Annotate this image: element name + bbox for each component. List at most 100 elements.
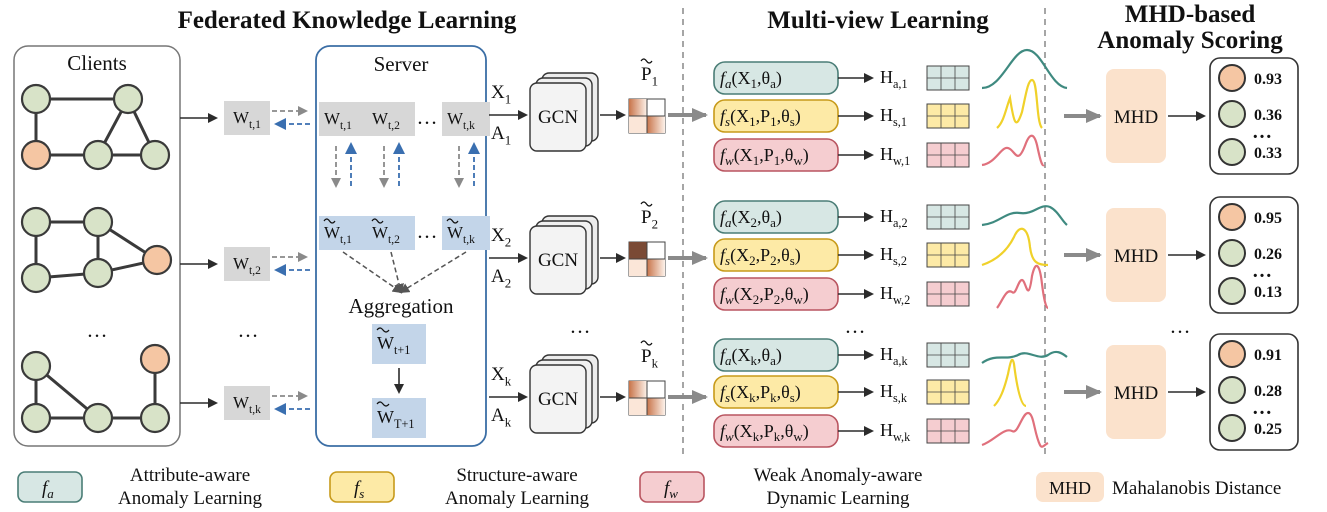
- server-tilde-weight-label: Wt,2: [372, 223, 400, 246]
- anomaly-score: 0.25: [1254, 421, 1282, 438]
- federated-flow: Wt,1Wt,2Wt,kWt,1Wt,1Wt,2Wt,2Wt,kWt,k……Wt…: [180, 101, 490, 438]
- normal-node: [1218, 138, 1246, 166]
- client-weight-label: Wt,1: [233, 108, 261, 131]
- matrix-cell: [629, 242, 647, 259]
- score-ellipsis: …: [1252, 121, 1272, 143]
- anomaly-score: 0.13: [1254, 284, 1282, 301]
- matrix-cell: [629, 381, 647, 398]
- legend-swatch: [329, 471, 395, 503]
- aggregated-weight-box: [372, 324, 426, 364]
- legend-symbol: fa: [42, 478, 54, 501]
- anomalous-node: [141, 244, 173, 276]
- distribution-curve-group: [981, 227, 1049, 267]
- embedding-label: Ha,1: [880, 67, 908, 91]
- server-tilde-weight-label: Wt,k: [447, 223, 475, 246]
- matrix-cell: [629, 116, 647, 133]
- structure-matrix-label: P2: [641, 207, 658, 231]
- score-ellipsis: …: [1252, 260, 1272, 282]
- normal-node: [82, 257, 114, 289]
- legend-swatch: [17, 471, 83, 503]
- distribution-curve-group: [981, 411, 1049, 448]
- clients-ellipsis: …: [87, 318, 108, 342]
- embedding-label: Hs,1: [880, 105, 907, 129]
- embedding-label: Hw,k: [880, 420, 911, 444]
- aggregation-arrow: [342, 251, 403, 294]
- server-tilde-weight-box: [319, 216, 367, 250]
- anomalous-node: [20, 139, 52, 171]
- score-ellipsis: …: [1252, 397, 1272, 419]
- legend-label: Anomaly Learning: [445, 488, 590, 509]
- tilde-mark: [640, 201, 653, 207]
- embedding-label: Ha,k: [880, 344, 908, 368]
- legend-label: Mahalanobis Distance: [1112, 478, 1281, 499]
- tilde-mark: [323, 218, 336, 224]
- distribution-curve-group: [996, 264, 1049, 310]
- legend-label: Structure-aware: [456, 465, 577, 486]
- structure-matrix-label: Pk: [641, 346, 659, 370]
- gcn-box: [529, 364, 587, 434]
- feature-matrix-label: Xk: [491, 364, 512, 388]
- anomaly-score: 0.91: [1254, 347, 1282, 364]
- server-weight-box: [367, 102, 415, 136]
- mhd-box: [1106, 69, 1166, 163]
- multiview-title: Multi-view Learning: [767, 7, 989, 34]
- normal-node: [1218, 376, 1246, 404]
- gcn-label: GCN: [538, 250, 578, 271]
- distribution-curve-group: [993, 358, 1027, 408]
- tilde-mark: [640, 340, 653, 346]
- view-function-label: fw(Xk,Pk,θw): [720, 421, 809, 444]
- feature-matrix-label: X1: [491, 82, 511, 106]
- server-weight-label: Wt,k: [447, 109, 475, 132]
- view-ellipsis: …: [845, 314, 866, 338]
- adjacency-matrix-label: A1: [491, 123, 511, 147]
- client-weight-label: Wt,2: [233, 254, 261, 277]
- tilde-mark: [376, 327, 390, 333]
- embedding-label: Ha,2: [880, 206, 908, 230]
- structure-matrix-label: P1: [641, 64, 658, 88]
- client-weight-box: [224, 101, 270, 135]
- gcn-label: GCN: [538, 107, 578, 128]
- client-graph-3: [20, 343, 171, 434]
- anomaly-score: 0.26: [1254, 246, 1282, 263]
- legend-label: Weak Anomaly-aware: [754, 465, 923, 486]
- federated-title: Federated Knowledge Learning: [178, 7, 517, 34]
- client-graph-1: [20, 83, 171, 171]
- embedding-label: Hs,2: [880, 244, 907, 268]
- view-function-label: fs(Xk,Pk,θs): [720, 382, 801, 405]
- normal-node: [112, 83, 144, 115]
- tilde-mark: [640, 58, 653, 64]
- final-weight-box: [372, 398, 426, 438]
- mhd-ellipsis: …: [1170, 314, 1191, 338]
- embedding-label: Hs,k: [880, 381, 908, 405]
- anomaly-score: 0.36: [1254, 107, 1282, 124]
- normal-node: [82, 139, 114, 171]
- anomalous-node: [1218, 203, 1246, 231]
- normal-node: [20, 402, 52, 434]
- server-ellipsis: …: [417, 219, 438, 243]
- anomalous-node: [1218, 340, 1246, 368]
- mhd-label: MHD: [1114, 246, 1158, 267]
- adjacency-matrix-label: Ak: [491, 405, 512, 429]
- normal-node: [1218, 414, 1246, 442]
- normal-node: [82, 402, 114, 434]
- distribution-curve-group: [981, 48, 1068, 90]
- distribution-curve: [981, 227, 1049, 267]
- matrix-cell: [629, 99, 647, 116]
- distribution-curve: [996, 78, 1043, 129]
- distribution-curve: [993, 358, 1027, 408]
- legend-label: Dynamic Learning: [767, 488, 910, 509]
- client-graph-2: [20, 206, 173, 294]
- client-weight-label: Wt,k: [233, 393, 261, 416]
- view-function-label: fa(Xk,θa): [720, 345, 782, 368]
- matrix-cell: [647, 259, 665, 276]
- adjacency-matrix-label: A2: [491, 266, 511, 290]
- aggregation-arrow: [399, 251, 467, 294]
- normal-node: [1218, 277, 1246, 305]
- normal-node: [82, 206, 114, 238]
- client-weight-box: [224, 386, 270, 420]
